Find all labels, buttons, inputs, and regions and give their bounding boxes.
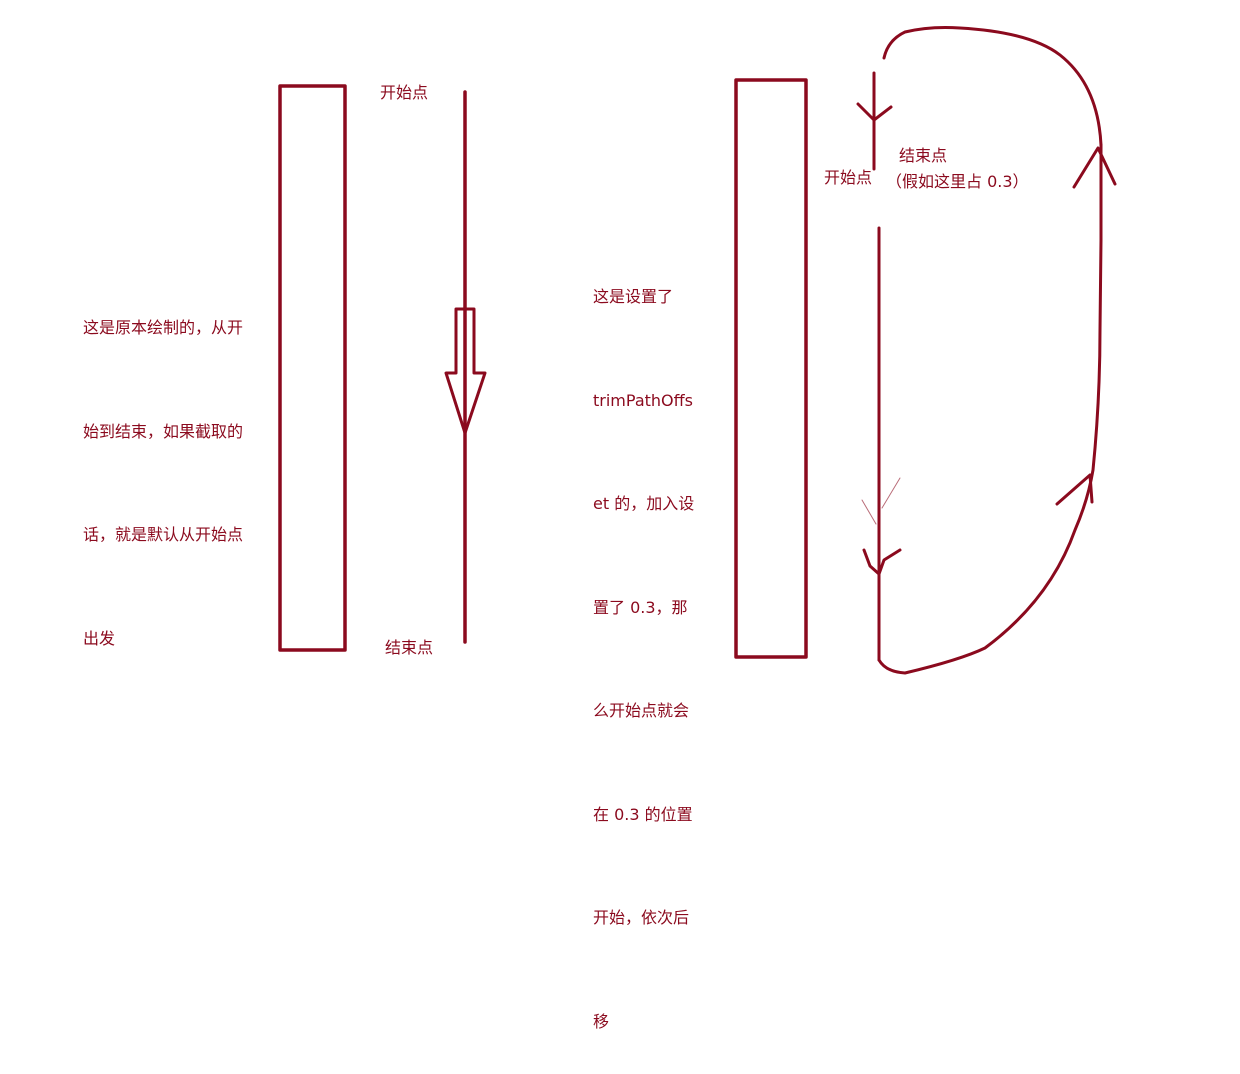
right-description-line: 移 [593, 1011, 610, 1031]
chevron-down-icon [862, 548, 902, 576]
chevron-up-icon [1072, 146, 1117, 189]
chevron-up-icon [1055, 473, 1094, 506]
left-end-label: 结束点 [385, 638, 434, 657]
diagram-canvas [278, 26, 1117, 675]
right-description: 这是设置了 trimPathOffs et 的，加入设 置了 0.3，那 么开始… [593, 211, 694, 1074]
top-arc [882, 26, 1103, 147]
sketch-arrow-icon [861, 477, 901, 525]
left-description: 这是原本绘制的，从开 始到结束，如果截取的 话，就是默认从开始点 出发 [83, 242, 243, 691]
left-description-line: 始到结束，如果截取的 [83, 421, 244, 441]
right-end-label: 结束点 [899, 146, 948, 165]
right-path-rectangle [734, 78, 808, 659]
return-curve [877, 143, 1103, 675]
left-start-label: 开始点 [380, 83, 429, 102]
right-description-line: 开始，依次后 [593, 908, 690, 927]
right-end-note: （假如这里占 0.3） [886, 172, 1029, 191]
right-start-label: 开始点 [824, 168, 873, 187]
right-description-line: 这是设置了 [593, 287, 674, 306]
down-arrow-icon [444, 307, 487, 435]
right-description-line: 么开始点就会 [593, 701, 690, 720]
left-description-line: 话，就是默认从开始点 [83, 525, 244, 544]
right-description-line: trimPathOffs [593, 390, 693, 410]
left-path-rectangle [278, 84, 347, 652]
left-description-line: 这是原本绘制的，从开 [83, 318, 244, 337]
right-description-line: 置了 0.3，那 [593, 597, 688, 617]
right-description-line: et 的，加入设 [593, 494, 695, 513]
right-description-line: 在 0.3 的位置 [593, 804, 693, 824]
chevron-down-icon [856, 102, 893, 122]
left-description-line: 出发 [83, 628, 116, 648]
